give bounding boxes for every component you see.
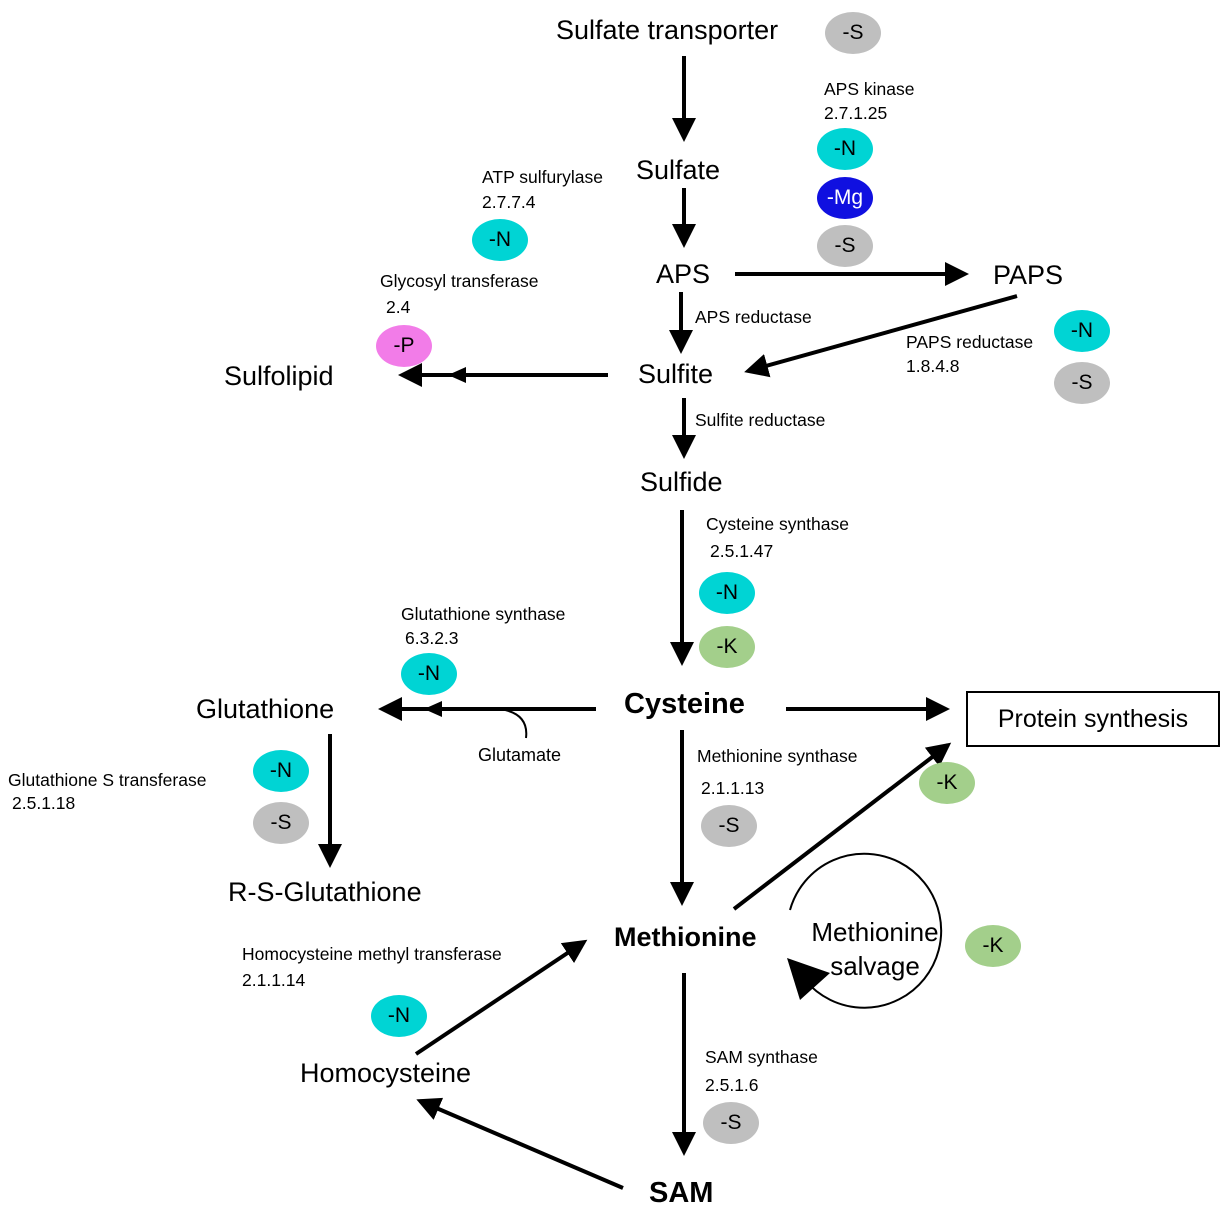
aps-label: APS [656, 259, 711, 289]
sulfate-label: Sulfate [636, 155, 721, 185]
homocysteine-methyl-transferase-name: Homocysteine methyl transferase [242, 944, 502, 964]
cysteine-synthase-n-badge: -N [699, 572, 755, 614]
cysteine-synthase-ec: 2.5.1.47 [710, 541, 774, 561]
sulfite-label: Sulfite [638, 359, 714, 389]
methionine-salvage-cycle [789, 852, 943, 1009]
methionine-label: Methionine [614, 922, 757, 952]
homocysteine-label: Homocysteine [300, 1058, 472, 1088]
glutathione-s-transferase-n-badge: -N [253, 750, 309, 792]
glutathione-synthase-n-badge: -N [401, 653, 457, 695]
protein-synthesis-k-badge: -K [919, 762, 975, 804]
atp-sulfurylase-ec: 2.7.7.4 [482, 192, 536, 212]
transporter-s-badge: -S [825, 12, 881, 54]
paps-reductase-ec: 1.8.4.8 [906, 356, 960, 376]
cysteine-synthase-k-badge: -K [699, 626, 755, 668]
atp-sulfurylase-name: ATP sulfurylase [482, 167, 603, 187]
arrow-methionine-to-protein [732, 742, 952, 911]
methionine-salvage-line-1: Methionine [811, 917, 939, 947]
cysteine-label: Cysteine [624, 688, 745, 720]
glutathione-synthase-ec: 6.3.2.3 [405, 628, 459, 648]
glutathione-s-transferase-ec: 2.5.1.18 [12, 793, 76, 813]
glutamate-connector [499, 708, 528, 739]
aps-kinase-mg-badge: -Mg [817, 177, 873, 219]
methionine-salvage-arrowhead-icon [787, 958, 830, 1000]
aps-kinase-ec: 2.7.1.25 [824, 103, 888, 123]
arrow-sam-to-homocysteine [416, 1097, 624, 1190]
paps-reductase-name: PAPS reductase [906, 332, 1034, 352]
sulfolipid-label: Sulfolipid [224, 361, 334, 391]
methionine-synthase-s-badge: -S [701, 805, 757, 847]
sulfolipid-midarrow-icon [448, 367, 466, 383]
glutathione-label: Glutathione [196, 694, 335, 724]
glycosyl-transferase-ec: 2.4 [386, 297, 411, 317]
glycosyl-transferase-p-badge: -P [376, 325, 432, 367]
paps-reductase-s-badge: -S [1054, 362, 1110, 404]
methionine-salvage-line-2: salvage [830, 950, 920, 981]
sulfate-transporter-label: Sulfate transporter [556, 15, 779, 45]
aps-kinase-s-badge: -S [817, 225, 873, 267]
arrow-homocysteine-to-methionine [414, 939, 588, 1056]
sam-synthase-ec: 2.5.1.6 [705, 1075, 759, 1095]
methionine-salvage-label: Methionine salvage [796, 916, 954, 984]
paps-label: PAPS [993, 260, 1064, 290]
glutamate-label: Glutamate [478, 745, 562, 765]
glutathione-midarrow-icon [424, 701, 442, 717]
homocysteine-methyl-transferase-ec: 2.1.1.14 [242, 970, 306, 990]
sam-synthase-s-badge: -S [703, 1102, 759, 1144]
sulfite-reductase-name: Sulfite reductase [695, 410, 826, 430]
methionine-synthase-ec: 2.1.1.13 [701, 778, 765, 798]
atp-sulfurylase-n-badge: -N [472, 219, 528, 261]
sulfide-label: Sulfide [640, 467, 723, 497]
methionine-synthase-name: Methionine synthase [697, 746, 858, 766]
sam-label: SAM [649, 1177, 714, 1209]
glutathione-synthase-name: Glutathione synthase [401, 604, 566, 624]
aps-reductase-name: APS reductase [695, 307, 812, 327]
methionine-salvage-k-badge: -K [965, 925, 1021, 967]
homocysteine-methyl-transferase-n-badge: -N [371, 995, 427, 1037]
glutathione-s-transferase-s-badge: -S [253, 802, 309, 844]
sam-synthase-name: SAM synthase [705, 1047, 818, 1067]
paps-reductase-n-badge: -N [1054, 310, 1110, 352]
rs-glutathione-label: R-S-Glutathione [228, 877, 422, 907]
glutathione-s-transferase-name: Glutathione S transferase [8, 770, 207, 790]
aps-kinase-n-badge: -N [817, 128, 873, 170]
protein-synthesis-box: Protein synthesis [966, 691, 1220, 747]
glycosyl-transferase-name: Glycosyl transferase [380, 271, 539, 291]
aps-kinase-name: APS kinase [824, 79, 915, 99]
arrow-paps-to-sulfite [744, 294, 1018, 378]
cysteine-synthase-name: Cysteine synthase [706, 514, 849, 534]
